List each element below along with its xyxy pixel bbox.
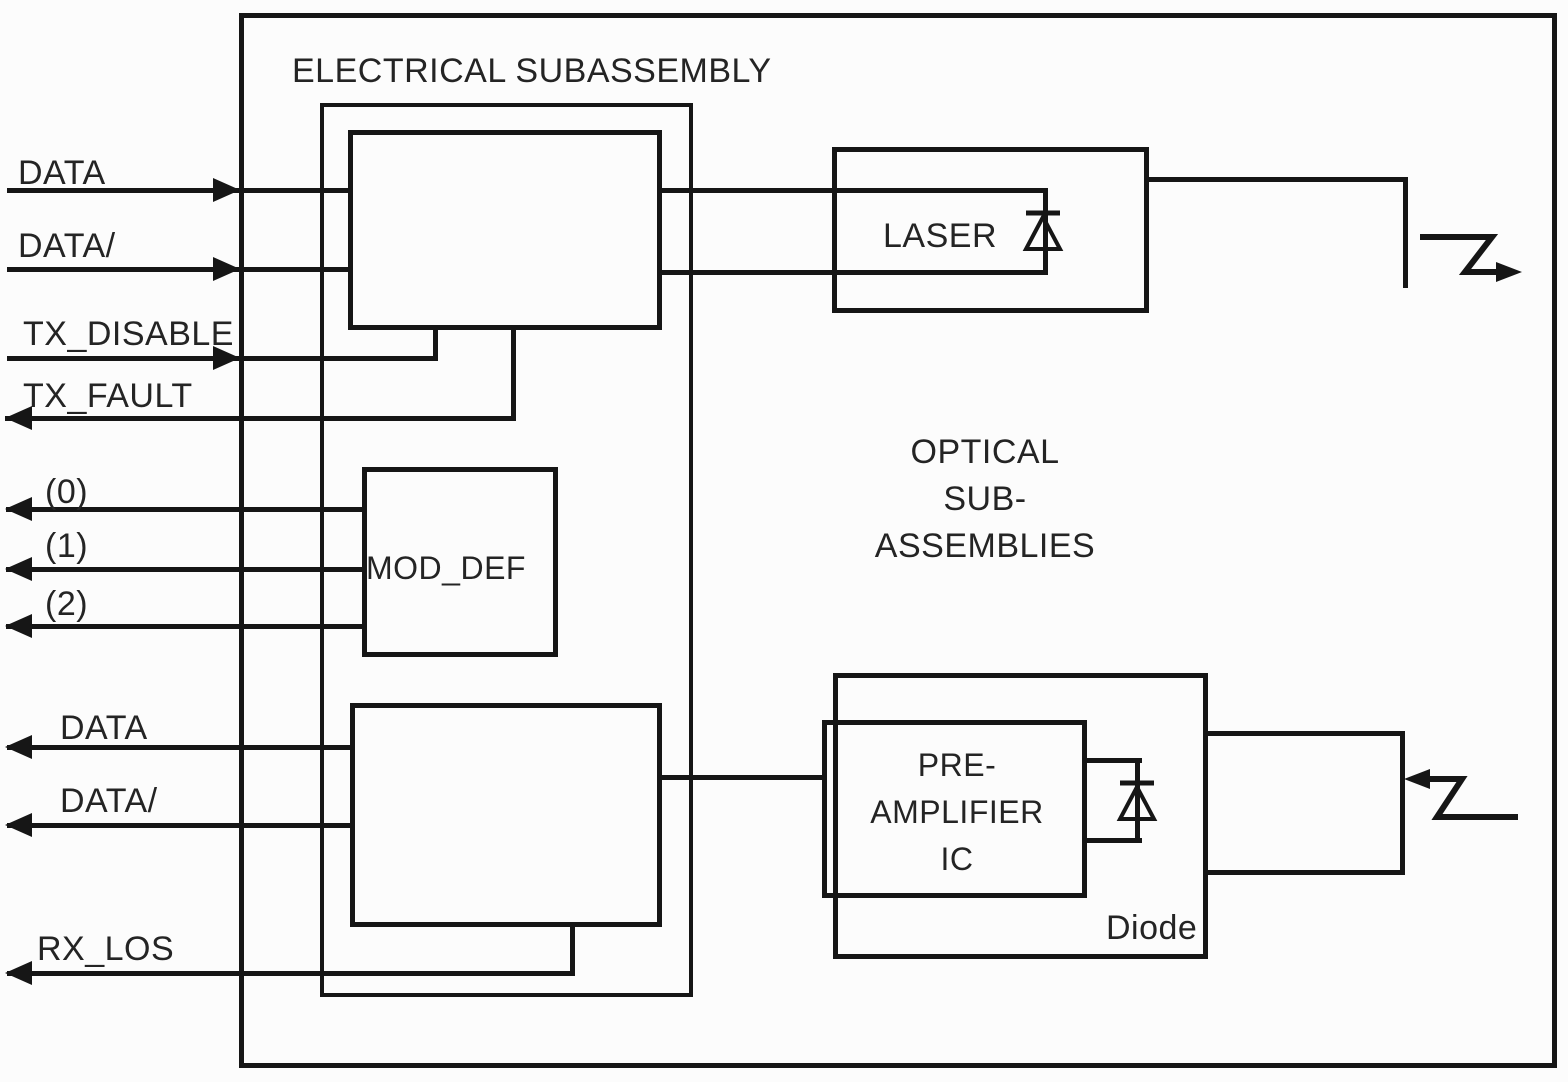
diode-block-label: Diode [1106, 909, 1198, 947]
optical-label-line1: OPTICAL [910, 433, 1060, 471]
preamp-label-line1: PRE- [917, 747, 997, 783]
wire-tx-fault-riser [511, 328, 516, 421]
arrowhead-data-bar-out-icon [5, 813, 32, 837]
preamp-label-line3: IC [940, 841, 974, 877]
signal-label-mod-def-0: (0) [45, 473, 89, 511]
wire-data-bar-out [7, 823, 350, 828]
arrowhead-data-in-icon [213, 178, 240, 202]
mod-def-block-label: MOD_DEF [366, 550, 526, 586]
optical-subassemblies-label: OPTICAL SUB- ASSEMBLIES [860, 429, 1110, 570]
preamplifier-block-label: PRE- AMPLIFIER IC [832, 742, 1082, 883]
arrowhead-data-out-icon [5, 735, 32, 759]
signal-label-data-bar-in: DATA/ [18, 227, 116, 265]
arrowhead-mod-def-0-icon [5, 497, 32, 521]
arrowhead-tx-disable-icon [213, 346, 240, 370]
wire-mod-def-0 [6, 507, 362, 512]
diagram-title: ELECTRICAL SUBASSEMBLY [292, 52, 772, 90]
preamp-label-line2: AMPLIFIER [870, 794, 1044, 830]
tx-driver-block [348, 130, 662, 330]
arrowhead-tx-fault-icon [5, 406, 32, 430]
signal-label-rx-los: RX_LOS [37, 930, 175, 968]
signal-label-data-in: DATA [18, 154, 106, 192]
laser-osa-box [832, 147, 1149, 313]
wire-rx-los-riser [570, 922, 575, 976]
signal-label-tx-disable: TX_DISABLE [23, 315, 234, 353]
electrical-subassembly-box [320, 103, 693, 997]
signal-label-tx-fault: TX_FAULT [23, 377, 193, 415]
signal-label-mod-def-1: (1) [45, 527, 89, 565]
mod-def-block [362, 467, 558, 657]
wire-laser-output-drop [1403, 177, 1408, 288]
arrowhead-rx-los-icon [5, 961, 32, 985]
wire-photodiode-top [1087, 758, 1142, 763]
arrowhead-mod-def-1-icon [5, 557, 32, 581]
optical-label-line3: ASSEMBLIES [874, 527, 1096, 565]
wire-data-in [7, 188, 348, 193]
laser-block-label: LASER [883, 217, 997, 255]
signal-label-data-out: DATA [60, 709, 148, 747]
laser-diode-icon [1022, 210, 1064, 251]
signal-label-data-bar-out: DATA/ [60, 782, 158, 820]
photodiode-icon [1116, 780, 1158, 821]
rx-fiber-arrow-icon [1404, 769, 1518, 820]
signal-label-mod-def-2: (2) [45, 585, 89, 623]
wire-data-bar-in [7, 267, 348, 272]
wire-mod-def-1 [6, 567, 362, 572]
laser-package-right-edge [1043, 188, 1048, 275]
rx-receptacle-top [1208, 731, 1405, 736]
wire-laser-cathode [662, 270, 1048, 275]
module-boundary-box [239, 13, 1557, 1068]
wire-rx-to-preamp [662, 775, 827, 780]
rx-receptacle-bottom [1208, 870, 1405, 875]
arrowhead-data-bar-in-icon [213, 257, 240, 281]
wire-laser-anode [662, 188, 1048, 193]
optical-label-line2: SUB- [943, 480, 1027, 518]
wire-data-out [7, 745, 350, 750]
rx-receptacle-right-edge [1400, 731, 1405, 875]
wire-laser-output [1149, 177, 1408, 182]
preamplifier-block [822, 720, 1087, 898]
rx-amplifier-block [350, 703, 662, 927]
arrowhead-mod-def-2-icon [5, 614, 32, 638]
wire-rx-los [7, 971, 575, 976]
tx-fiber-arrow-icon [1420, 234, 1522, 282]
wire-mod-def-2 [6, 624, 362, 629]
wire-tx-fault [5, 416, 515, 421]
wire-photodiode-bottom [1087, 838, 1142, 843]
wire-tx-disable-riser [433, 328, 438, 361]
photodiode-branch [1135, 758, 1140, 843]
diode-osa-box [833, 673, 1208, 959]
